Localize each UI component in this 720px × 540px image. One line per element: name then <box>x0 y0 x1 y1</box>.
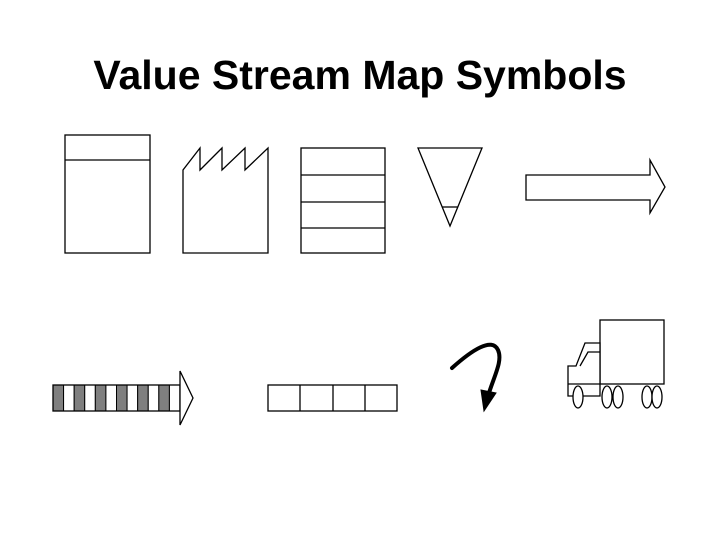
push-arrow-stripes <box>52 384 181 412</box>
inventory-triangle-icon <box>417 147 483 228</box>
truck-shipment-icon <box>567 319 665 409</box>
push-arrow-stripe <box>158 384 170 412</box>
fifo-lane-icon <box>267 384 398 412</box>
slide-title: Value Stream Map Symbols <box>93 52 627 98</box>
push-arrow-stripe <box>84 384 96 412</box>
factory-icon <box>182 146 269 254</box>
push-arrow-icon <box>52 370 194 426</box>
push-arrow-stripe <box>126 384 139 412</box>
push-arrow-stripe <box>63 384 75 412</box>
push-arrow-stripe <box>105 384 117 412</box>
data-box-icon <box>300 147 386 254</box>
pull-arrow-icon <box>450 342 502 413</box>
push-arrow-stripe <box>168 384 181 412</box>
push-arrow-stripe <box>137 384 149 412</box>
push-arrow-stripe <box>147 384 160 412</box>
shipment-arrow-icon <box>525 157 666 216</box>
push-arrow-stripe <box>94 384 107 412</box>
push-arrow-stripe <box>73 384 86 412</box>
push-arrow-stripe <box>116 384 128 412</box>
push-arrow-stripe <box>52 384 65 412</box>
process-box-icon <box>64 134 151 254</box>
